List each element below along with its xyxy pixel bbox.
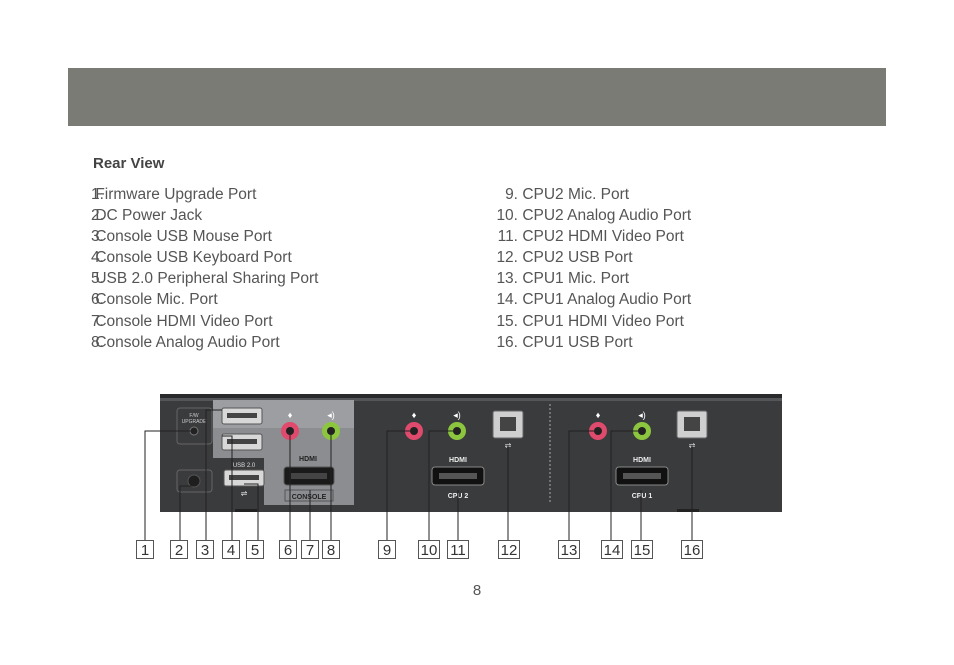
cpu2-mic-icon: ♦ — [412, 410, 417, 420]
cpu2-audio-icon: ◂) — [453, 410, 461, 420]
cpu1-hdmi-label: HDMI — [633, 457, 651, 464]
page-number: 8 — [472, 582, 482, 599]
cpu1-audio-icon: ◂) — [638, 410, 646, 420]
callout-11: 11 — [447, 540, 469, 559]
port-label: CPU1 Mic. Port — [522, 270, 630, 288]
panel-foot — [677, 509, 699, 512]
port-number: 14. — [496, 291, 518, 309]
port-label: Console USB Mouse Port — [95, 228, 272, 246]
port-list-item: 3. Console USB Mouse Port — [91, 228, 272, 246]
port-list-item: 4. Console USB Keyboard Port — [91, 249, 292, 267]
port-label: CPU2 Analog Audio Port — [522, 207, 692, 225]
header-banner — [68, 68, 886, 126]
port-number: 15. — [496, 312, 518, 330]
port-label: Firmware Upgrade Port — [95, 186, 257, 203]
port-label: CPU1 Analog Audio Port — [522, 291, 692, 309]
port-number: 10. — [496, 207, 518, 225]
callout-13: 13 — [558, 540, 580, 559]
callout-9: 9 — [378, 540, 396, 559]
port-number: 11. — [497, 228, 518, 246]
port-list-item: 8. Console Analog Audio Port — [91, 333, 280, 351]
upgrade-label: UPGRADE — [182, 419, 207, 425]
callout-8: 8 — [322, 540, 340, 559]
callout-1: 1 — [136, 540, 154, 559]
console-label: CONSOLE — [292, 494, 327, 501]
port-number: 16. — [496, 333, 518, 351]
callout-4: 4 — [222, 540, 240, 559]
port-list-item: 7. Console HDMI Video Port — [91, 312, 273, 330]
fw-label: F/W — [189, 413, 198, 419]
callout-2: 2 — [170, 540, 188, 559]
callout-14: 14 — [601, 540, 623, 559]
port-list-item: 12. CPU2 USB Port — [494, 247, 691, 268]
section-title: Rear View — [93, 155, 165, 172]
callout-3: 3 — [196, 540, 214, 559]
port-list-item: 10. CPU2 Analog Audio Port — [494, 205, 691, 226]
port-label: Console HDMI Video Port — [95, 312, 273, 330]
port-number: 9. — [505, 186, 518, 203]
port-list-item: 15. CPU1 HDMI Video Port — [494, 311, 691, 332]
callout-6: 6 — [279, 540, 297, 559]
port-label: CPU1 HDMI Video Port — [522, 312, 684, 330]
port-label: Console Mic. Port — [95, 291, 218, 309]
dc-power-jack — [187, 474, 201, 488]
port-list-item: 6. Console Mic. Port — [91, 291, 218, 309]
port-label: USB 2.0 Peripheral Sharing Port — [95, 270, 319, 288]
port-number: 12. — [496, 249, 518, 267]
port-list-item: 1. Firmware Upgrade Port — [91, 186, 257, 203]
port-list-item: 16. CPU1 USB Port — [494, 332, 691, 353]
port-label: DC Power Jack — [95, 207, 203, 225]
panel-foot — [235, 509, 257, 512]
port-number: 13. — [496, 270, 518, 288]
cpu2-hdmi-label: HDMI — [449, 457, 467, 464]
console-hdmi-label: HDMI — [299, 456, 317, 463]
usb-symbol-icon: ⇌ — [241, 489, 248, 498]
port-list-item: 13. CPU1 Mic. Port — [494, 268, 691, 289]
callout-10: 10 — [418, 540, 440, 559]
port-label: CPU2 Mic. Port — [522, 186, 630, 203]
port-label: Console USB Keyboard Port — [95, 249, 292, 267]
port-list-item: 9. CPU2 Mic. Port — [494, 184, 691, 205]
console-audio-icon: ◂) — [327, 410, 335, 420]
port-list-left: 1. Firmware Upgrade Port 2. DC Power Jack… — [91, 184, 318, 353]
rear-panel-diagram: F/W UPGRADE USB 2.0 ⇌ ♦ ◂) HDMI CONSOLE … — [160, 394, 782, 512]
console-mic-icon: ♦ — [288, 410, 293, 420]
callout-5: 5 — [246, 540, 264, 559]
port-label: CPU1 USB Port — [522, 333, 633, 351]
port-list-item: 5. USB 2.0 Peripheral Sharing Port — [91, 270, 319, 288]
port-label: CPU2 HDMI Video Port — [522, 228, 684, 246]
port-label: Console Analog Audio Port — [95, 333, 280, 351]
cpu1-label: CPU 1 — [632, 493, 653, 500]
port-list-item: 14. CPU1 Analog Audio Port — [494, 289, 691, 310]
callout-15: 15 — [631, 540, 653, 559]
callout-7: 7 — [301, 540, 319, 559]
port-list-item: 11. CPU2 HDMI Video Port — [494, 226, 691, 247]
callout-12: 12 — [498, 540, 520, 559]
port-label: CPU2 USB Port — [522, 249, 633, 267]
cpu1-mic-icon: ♦ — [596, 410, 601, 420]
usb20-label: USB 2.0 — [233, 463, 256, 469]
port-list-item: 2. DC Power Jack — [91, 207, 203, 225]
callout-16: 16 — [681, 540, 703, 559]
